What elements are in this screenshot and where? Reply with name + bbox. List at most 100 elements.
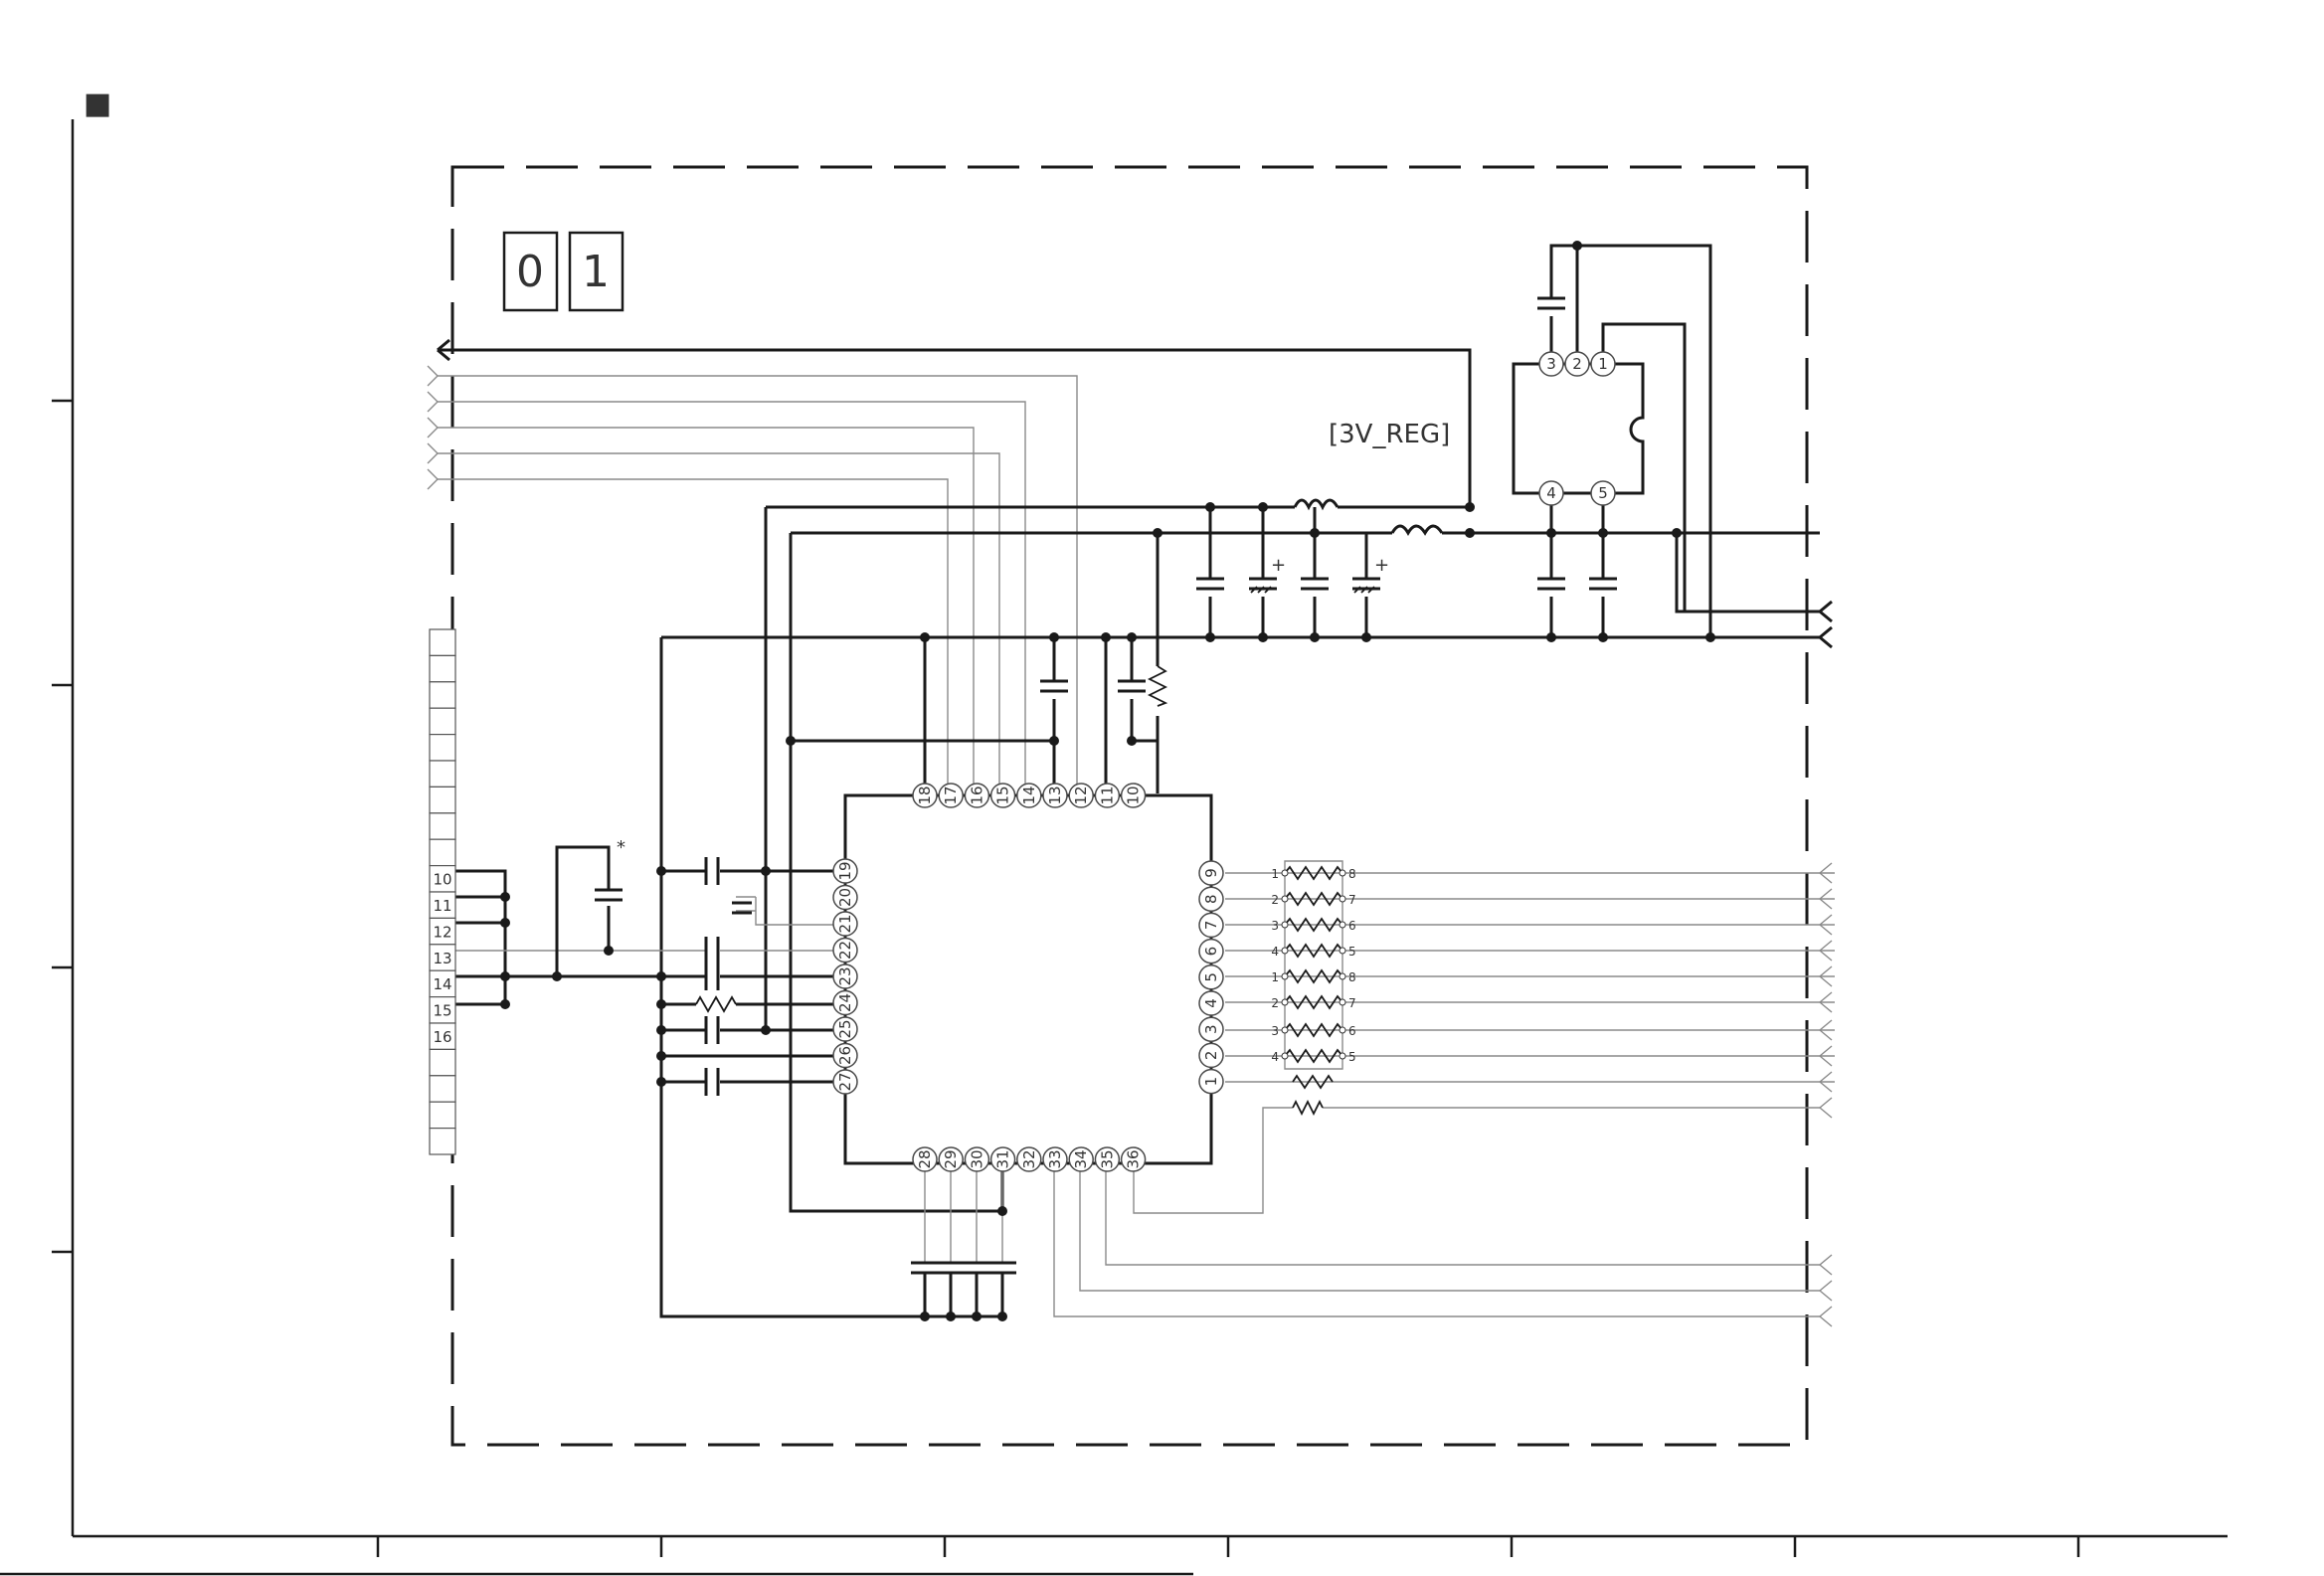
pin-11: 11 xyxy=(1095,784,1119,807)
pin-label: 5 xyxy=(1598,484,1608,502)
pin-label: 1 xyxy=(1598,355,1608,373)
array-pin-dot xyxy=(1282,896,1288,902)
pin-34: 34 xyxy=(1069,1147,1093,1171)
array-pin-dot xyxy=(1340,1027,1345,1033)
connector-pin-label: 12 xyxy=(433,923,451,941)
array-pin-dot xyxy=(1340,999,1345,1005)
pin-8: 8 xyxy=(1199,887,1223,911)
pin-6: 6 xyxy=(1199,940,1223,963)
pin-label: 14 xyxy=(1020,786,1038,804)
pin-label: 23 xyxy=(836,966,854,985)
capacitor-polarity: + xyxy=(1374,555,1389,576)
regulator-pins: 321 4 5 xyxy=(1539,352,1615,505)
array-pin-label: 4 xyxy=(1271,945,1279,959)
pin-4: 4 xyxy=(1199,991,1223,1015)
pin-35: 35 xyxy=(1095,1147,1119,1171)
asterisk-note: * xyxy=(617,837,626,858)
array-pin-label: 8 xyxy=(1348,970,1356,984)
pin-2: 2 xyxy=(1199,1043,1223,1067)
pin-label: 15 xyxy=(994,786,1012,804)
connector-pin-label: 16 xyxy=(433,1028,451,1046)
pin-27: 27 xyxy=(833,1070,857,1094)
pin-label: 31 xyxy=(994,1149,1012,1168)
pin-28: 28 xyxy=(913,1147,937,1171)
connector-pin-label: 11 xyxy=(433,897,451,915)
array-pin-label: 4 xyxy=(1271,1050,1279,1064)
array-pin-dot xyxy=(1282,1027,1288,1033)
pin-18: 18 xyxy=(913,784,937,807)
array-pin-dot xyxy=(1282,1053,1288,1059)
pin-label: 29 xyxy=(942,1149,960,1168)
pin-36: 36 xyxy=(1122,1147,1146,1171)
regulator-label: [3V_REG] xyxy=(1329,420,1450,449)
connector-cell xyxy=(430,629,455,655)
array-pin-dot xyxy=(1340,896,1345,902)
array-pin-label: 8 xyxy=(1348,867,1356,881)
pin-10: 10 xyxy=(1122,784,1146,807)
pin-15: 15 xyxy=(991,784,1015,807)
board-id-digit: 0 xyxy=(516,247,544,297)
array-pin-dot xyxy=(1340,948,1345,954)
connector-pin-label: 15 xyxy=(433,1002,451,1020)
pin-label: 6 xyxy=(1202,947,1220,957)
pin-label: 16 xyxy=(968,786,985,804)
connector-pin-label: 14 xyxy=(433,975,451,993)
pin-label: 5 xyxy=(1202,972,1220,982)
pin-label: 33 xyxy=(1046,1149,1064,1168)
pin-label: 9 xyxy=(1202,868,1220,878)
sheet-frame xyxy=(0,119,2228,1574)
pin-label: 24 xyxy=(836,993,854,1012)
array-pin-dot xyxy=(1340,922,1345,928)
ic-bottom-wiring xyxy=(911,1046,1832,1326)
pin-13: 13 xyxy=(1043,784,1067,807)
pin-3: 3 xyxy=(1539,352,1563,376)
array-pin-label: 2 xyxy=(1271,996,1279,1010)
array-pin-dot xyxy=(1282,973,1288,979)
connector-cell xyxy=(430,839,455,865)
connector-cell xyxy=(430,1076,455,1102)
connector-cell xyxy=(430,787,455,812)
pin-14: 14 xyxy=(1017,784,1041,807)
array-pin-label: 7 xyxy=(1348,893,1356,907)
inductor-l1 xyxy=(1295,500,1338,507)
connector-cell xyxy=(430,1129,455,1154)
pin-label: 4 xyxy=(1546,484,1556,502)
array-pin-dot xyxy=(1340,1053,1345,1059)
ic-pins-bottom: 282930313233343536 xyxy=(913,1147,1146,1171)
section-marker-icon: ■ xyxy=(84,87,111,121)
connector-pin-label: 13 xyxy=(433,950,451,967)
pin-label: 2 xyxy=(1572,355,1582,373)
pin-29: 29 xyxy=(939,1147,963,1171)
pin-5: 5 xyxy=(1591,481,1615,505)
capacitor-polarity: + xyxy=(1271,555,1286,576)
pin-label: 17 xyxy=(942,786,960,804)
ic-pins-top: 18 17 16 15 14 13 12 1110 xyxy=(913,784,1146,807)
main-ic-body xyxy=(845,795,1211,1163)
connector-cell xyxy=(430,1049,455,1075)
pin-label: 26 xyxy=(836,1046,854,1065)
array-pin-dot xyxy=(1340,973,1345,979)
pin-26: 26 xyxy=(833,1044,857,1068)
array-pin-dot xyxy=(1282,922,1288,928)
array-pin-label: 3 xyxy=(1271,919,1279,933)
pin-label: 1 xyxy=(1202,1077,1220,1087)
pin-label: 35 xyxy=(1098,1149,1116,1168)
pin-2: 2 xyxy=(1565,352,1589,376)
array-pin-label: 5 xyxy=(1348,1050,1356,1064)
pin-label: 21 xyxy=(836,914,854,933)
pin-7: 7 xyxy=(1199,913,1223,937)
pin-label: 12 xyxy=(1072,786,1090,804)
power-rails xyxy=(661,507,1832,647)
pin-4: 4 xyxy=(1539,481,1563,505)
pin-20: 20 xyxy=(833,886,857,910)
pin-label: 20 xyxy=(836,888,854,907)
pin-label: 8 xyxy=(1202,894,1220,904)
pin-5: 5 xyxy=(1199,965,1223,989)
pin-31: 31 xyxy=(991,1147,1015,1171)
pin-label: 22 xyxy=(836,941,854,960)
array-pin-label: 6 xyxy=(1348,1024,1356,1038)
pin-19: 19 xyxy=(833,859,857,883)
